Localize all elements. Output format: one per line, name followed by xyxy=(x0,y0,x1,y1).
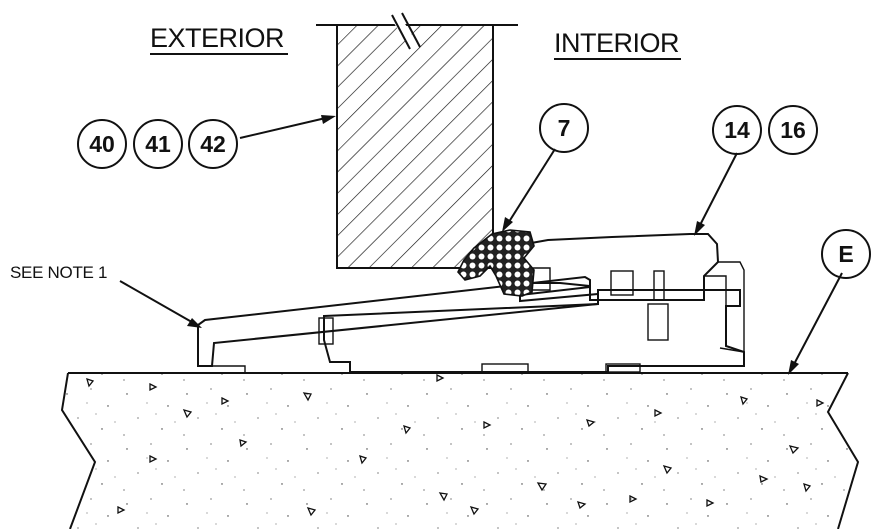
callout-41: 41 xyxy=(145,131,171,157)
leader-lines xyxy=(119,115,843,375)
interior-label: INTERIOR xyxy=(554,28,679,58)
callout-door-materials: 40 41 42 xyxy=(77,119,238,169)
callout-14: 14 xyxy=(724,117,750,143)
callout-40: 40 xyxy=(89,131,115,157)
door-bottom-seal xyxy=(457,229,535,297)
door-slab xyxy=(316,12,518,269)
callout-e: E xyxy=(838,241,853,267)
callout-seal: 7 xyxy=(539,103,589,153)
callout-floor: E xyxy=(821,229,871,279)
callout-7: 7 xyxy=(558,115,571,141)
callout-16: 16 xyxy=(780,117,806,143)
callout-threshold: 14 16 xyxy=(712,105,818,155)
side-labels: EXTERIOR INTERIOR SEE NOTE 1 xyxy=(10,23,681,282)
callout-42: 42 xyxy=(200,131,226,157)
concrete-floor xyxy=(60,372,860,529)
threshold-cap xyxy=(519,233,745,352)
threshold-saddle xyxy=(197,275,745,373)
exterior-label: EXTERIOR xyxy=(150,23,284,53)
see-note-label: SEE NOTE 1 xyxy=(10,263,107,282)
